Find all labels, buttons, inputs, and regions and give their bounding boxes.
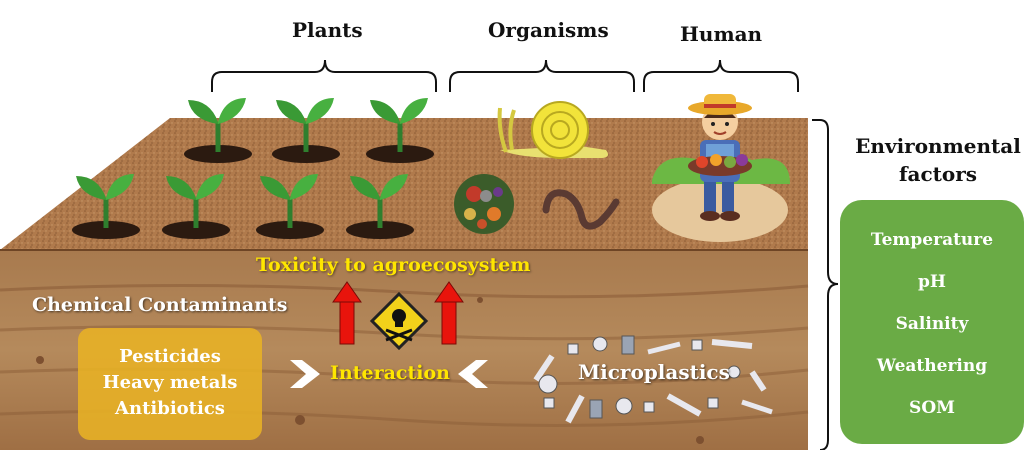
contaminants-box: Pesticides Heavy metals Antibiotics [78,328,262,440]
microplastic-fragment-icon [590,400,602,418]
factor-item: Weathering [840,356,1024,376]
microplastic-fragment-icon [544,398,554,408]
factor-item: SOM [840,398,1024,418]
microplastic-fragment-icon [616,398,632,414]
farmer-icon [652,94,790,242]
human-bracket [644,60,798,92]
environmental-factors-box: Temperature pH Salinity Weathering SOM [840,200,1024,444]
factor-item: Salinity [840,314,1024,334]
environmental-bracket [812,120,838,450]
microplastic-fragment-icon [593,337,607,351]
environmental-title-line: Environmental [852,132,1024,160]
microbe-icon [454,174,514,234]
environmental-title-line: factors [852,160,1024,188]
organisms-header: Organisms [488,18,609,42]
factor-item: Temperature [840,230,1024,250]
microplastic-fragment-icon [539,375,557,393]
human-header: Human [680,22,762,46]
microplastic-fragment-icon [712,342,752,346]
chemical-contaminants-label: Chemical Contaminants [32,294,288,316]
organisms-bracket [450,60,634,92]
microplastic-fragment-icon [708,398,718,408]
microplastics-label: Microplastics [578,360,730,384]
factor-item: pH [840,272,1024,292]
contaminant-item: Antibiotics [78,396,262,422]
environmental-factors-title: Environmental factors [852,132,1024,188]
microplastic-fragment-icon [692,340,702,350]
microplastic-fragment-icon [568,344,578,354]
microplastic-fragment-icon [622,336,634,354]
plants-header: Plants [292,18,363,42]
contaminant-item: Heavy metals [78,370,262,396]
toxicity-label: Toxicity to agroecosystem [256,254,530,276]
plants-bracket [212,60,436,92]
interaction-label: Interaction [330,362,450,384]
contaminant-item: Pesticides [78,344,262,370]
microplastic-fragment-icon [644,402,654,412]
